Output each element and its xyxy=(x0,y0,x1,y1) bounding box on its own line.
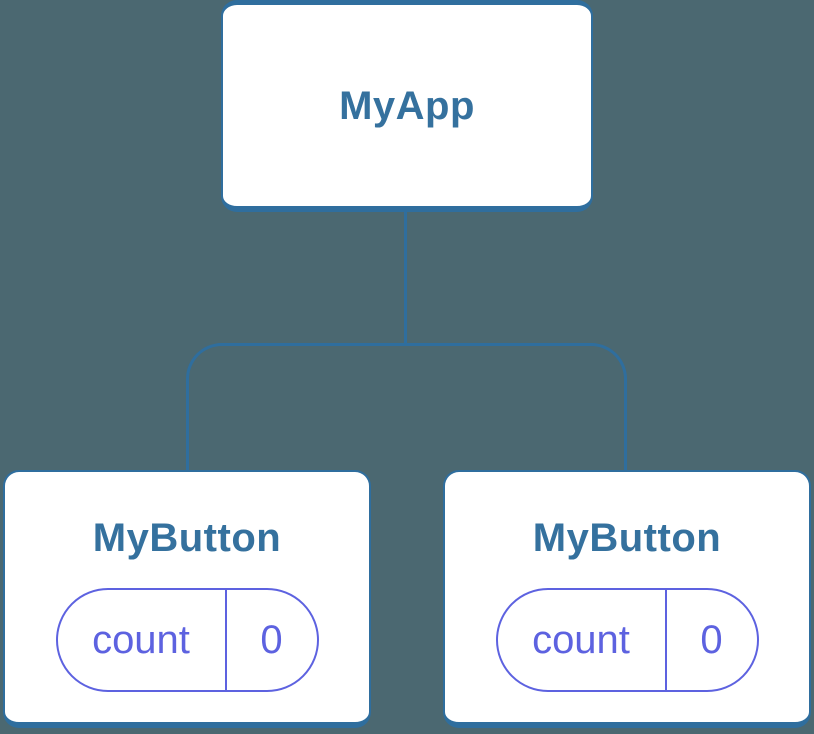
component-card-mybutton-left: MyButton count 0 xyxy=(3,470,371,728)
connector-branch-bracket xyxy=(186,343,627,470)
component-label: MyButton xyxy=(532,516,722,560)
state-name: count xyxy=(58,590,227,690)
state-pill: count 0 xyxy=(495,588,759,692)
state-value: 0 xyxy=(260,617,283,662)
state-value: 0 xyxy=(700,617,723,662)
state-name: count xyxy=(498,590,667,690)
component-card-myapp: MyApp xyxy=(221,0,593,212)
component-label: MyApp xyxy=(339,83,475,128)
state-pill: count 0 xyxy=(55,588,319,692)
component-label: MyButton xyxy=(92,516,282,560)
connector-trunk-line xyxy=(404,212,407,345)
component-card-mybutton-right: MyButton count 0 xyxy=(443,470,811,728)
